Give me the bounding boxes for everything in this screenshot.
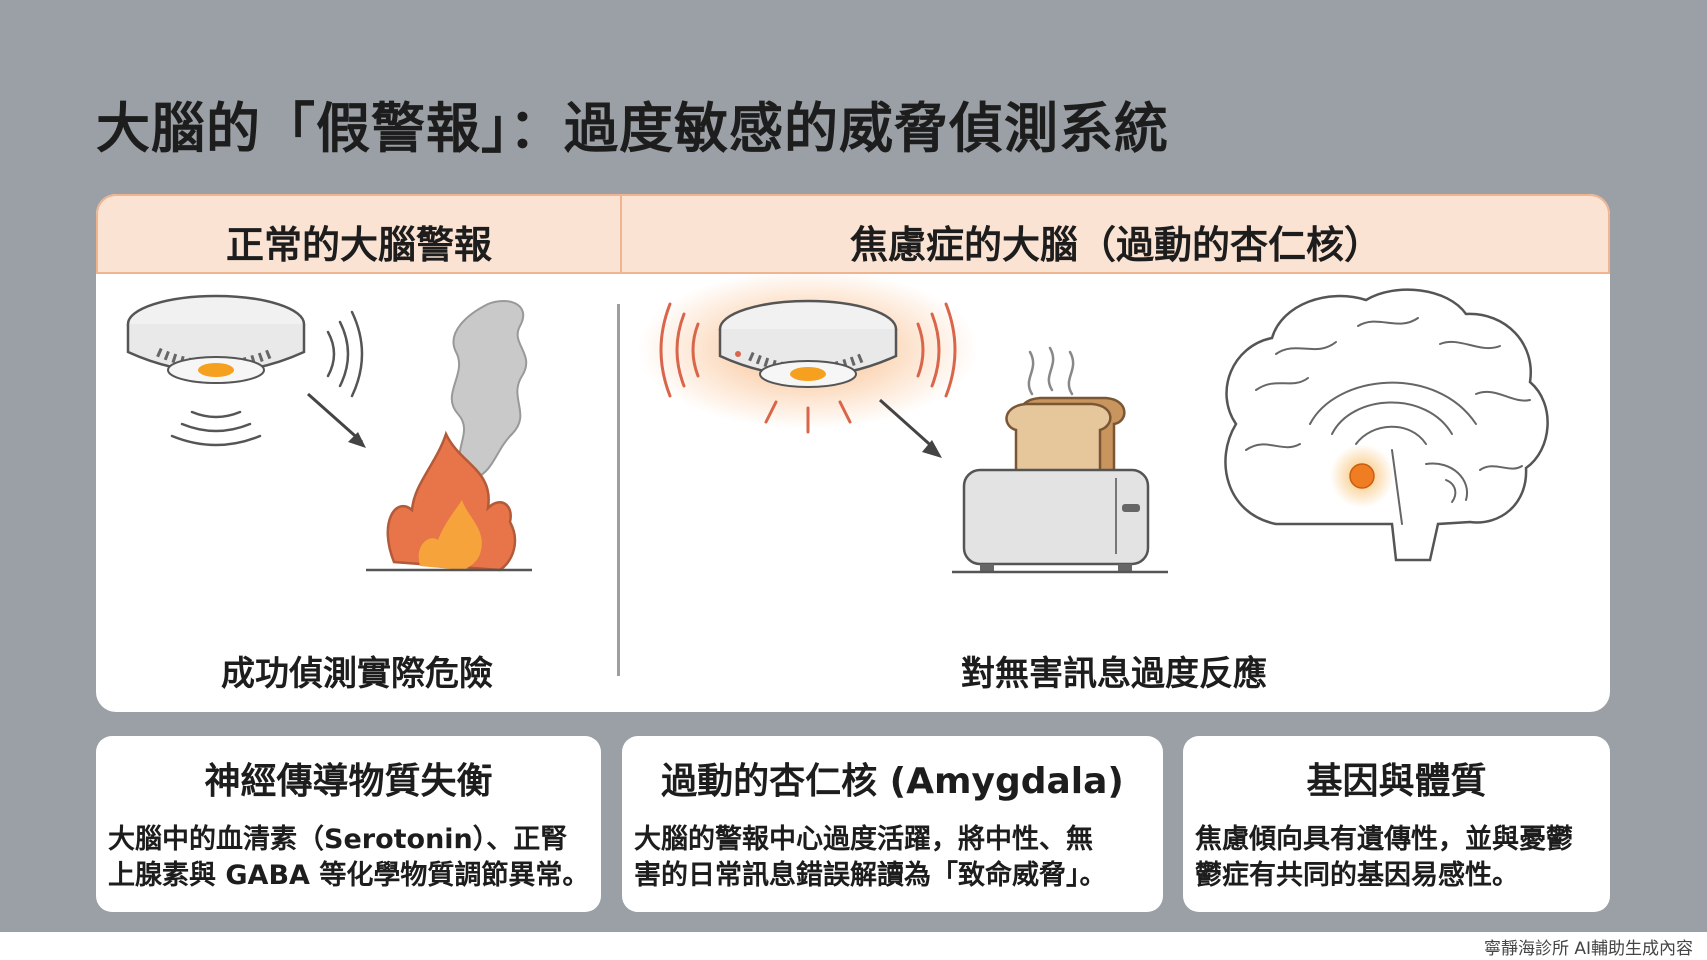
steam-icon xyxy=(1027,346,1075,396)
card-text: 大腦的警報中心過度活躍，將中性、無 害的日常訊息錯誤解讀為「致命威脅」。 xyxy=(634,822,1151,894)
slide: 大腦的「假警報」：過度敏感的威脅偵測系統 正常的大腦警報 焦慮症的大腦（過動的杏… xyxy=(0,0,1707,932)
arrow-icon xyxy=(307,392,366,448)
sound-waves-icon xyxy=(170,310,364,447)
normal-brain-header: 正常的大腦警報 xyxy=(225,223,492,267)
card-line: 大腦的警報中心過度活躍，將中性、無 xyxy=(634,824,1093,855)
fire-icon xyxy=(366,430,532,572)
card-genetics: 基因與體質 焦慮傾向具有遺傳性，並與憂鬱 鬱症有共同的基因易感性。 xyxy=(1183,736,1610,912)
card-title: 神經傳導物質失衡 xyxy=(204,761,493,802)
brain-icon xyxy=(1224,288,1549,562)
alarm-waves-icon xyxy=(659,302,957,434)
card-title: 過動的杏仁核 (Amygdala) xyxy=(661,761,1124,802)
card-line: 害的日常訊息錯誤解讀為「致命威脅」。 xyxy=(634,860,1107,891)
card-line: 大腦中的血清素（Serotonin）、正腎 xyxy=(108,824,568,855)
glowing-smoke-detector-icon xyxy=(638,274,978,429)
panel-divider xyxy=(617,304,620,676)
smoke-icon xyxy=(450,300,528,480)
toaster-icon xyxy=(952,468,1168,574)
normal-brain-caption: 成功偵測實際危險 xyxy=(221,654,493,694)
smoke-detector-icon xyxy=(126,294,306,384)
panel-header: 正常的大腦警報 焦慮症的大腦（過動的杏仁核） xyxy=(96,194,1610,274)
anxiety-brain-caption: 對無害訊息過度反應 xyxy=(961,654,1267,694)
header-divider xyxy=(620,196,622,274)
page-title: 大腦的「假警報」：過度敏感的威脅偵測系統 xyxy=(96,97,1169,160)
illustrations xyxy=(126,274,1549,574)
card-line: 焦慮傾向具有遺傳性，並與憂鬱 xyxy=(1195,824,1573,855)
card-neurotransmitter: 神經傳導物質失衡 大腦中的血清素（Serotonin）、正腎 上腺素與 GABA… xyxy=(96,736,601,912)
card-amygdala: 過動的杏仁核 (Amygdala) 大腦的警報中心過度活躍，將中性、無 害的日常… xyxy=(622,736,1163,912)
card-text: 大腦中的血清素（Serotonin）、正腎 上腺素與 GABA 等化學物質調節異… xyxy=(108,822,589,894)
anxiety-brain-header: 焦慮症的大腦（過動的杏仁核） xyxy=(849,223,1382,267)
comparison-panel: 正常的大腦警報 焦慮症的大腦（過動的杏仁核） xyxy=(96,194,1610,712)
card-text: 焦慮傾向具有遺傳性，並與憂鬱 鬱症有共同的基因易感性。 xyxy=(1195,822,1598,894)
card-title: 基因與體質 xyxy=(1306,761,1487,802)
footer-credit: 寧靜海診所 AI輔助生成內容 xyxy=(1483,939,1693,959)
toast-bread-icon xyxy=(1005,396,1126,490)
card-line: 鬱症有共同的基因易感性。 xyxy=(1195,860,1519,891)
card-line: 上腺素與 GABA 等化學物質調節異常。 xyxy=(108,860,590,891)
arrow-icon xyxy=(879,398,942,458)
